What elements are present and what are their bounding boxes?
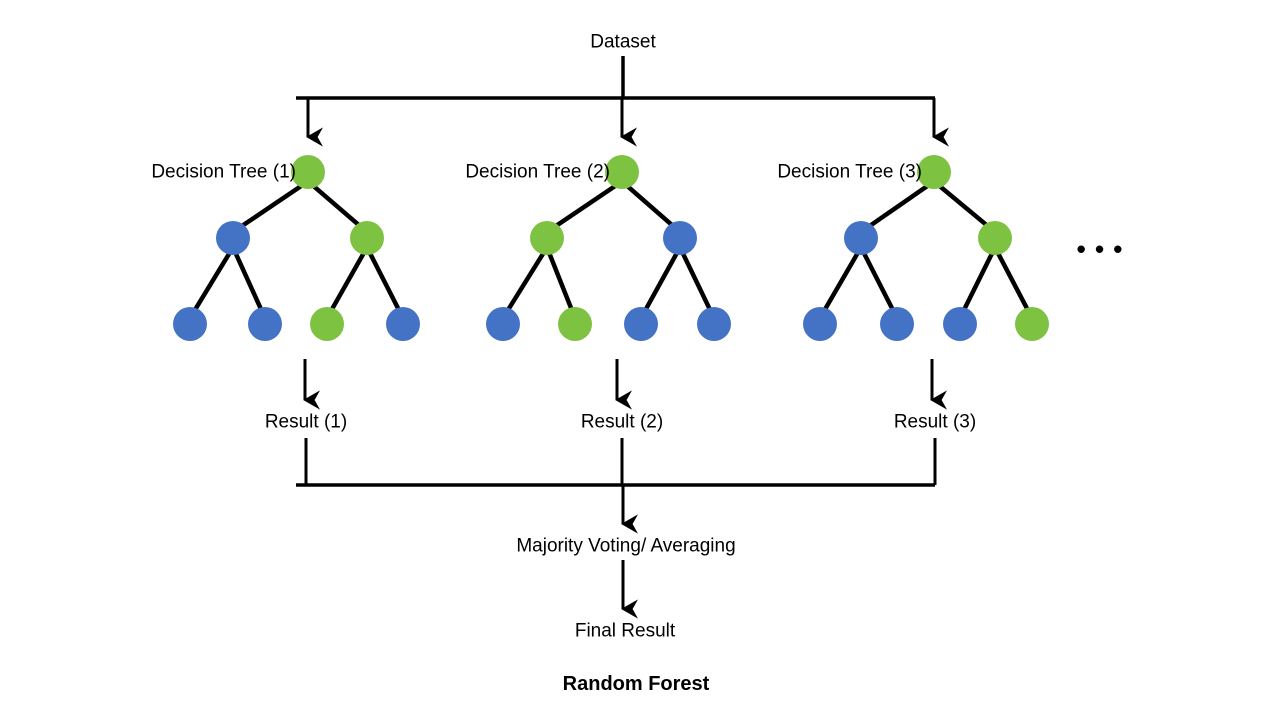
tree-2-internal-node-2 [663,221,697,255]
tree-2-leaf-node-2 [558,307,592,341]
edge-internal-leaf-2-2 [544,246,578,319]
edge-root-internal-1-1 [231,179,310,234]
tree-1-internal-node-1 [216,221,250,255]
result-label-2: Result (2) [580,411,664,433]
edge-internal-leaf-2-4 [677,246,717,320]
tree-3-internal-node-2 [978,221,1012,255]
edge-internal-leaf-2-1 [501,246,549,320]
tree-3-leaf-node-1 [803,307,837,341]
tree-3-leaf-node-2 [880,307,914,341]
diagram-title: Random Forest [562,673,710,695]
tree-2-root-node [605,155,639,189]
tree-1-internal-node-2 [350,221,384,255]
tree-2-leaf-node-4 [697,307,731,341]
edge-internal-leaf-3-4 [993,246,1034,320]
tree-2-leaf-node-3 [624,307,658,341]
edge-internal-leaf-3-2 [858,246,900,320]
edge-internal-leaf-1-4 [364,246,406,320]
tree-3-leaf-node-3 [943,307,977,341]
edge-internal-leaf-1-3 [325,246,369,320]
dataset-label: Dataset [590,31,656,53]
tree-label-2: Decision Tree (2) [465,161,610,183]
edge-internal-leaf-3-3 [957,246,998,320]
tree-label-3: Decision Tree (3) [777,161,922,183]
ellipsis-more-trees: • • • [1076,234,1124,264]
edge-root-internal-2-2 [620,179,682,234]
edge-internal-leaf-1-1 [188,246,235,320]
tree-2-internal-node-1 [530,221,564,255]
result-label-3: Result (3) [893,411,977,433]
tree-label-1: Decision Tree (1) [151,161,296,183]
edge-root-internal-2-1 [545,179,624,234]
edge-root-internal-3-1 [859,179,936,234]
tree-1-leaf-node-1 [173,307,207,341]
edge-root-internal-1-2 [306,179,369,234]
tree-1-leaf-node-4 [386,307,420,341]
tree-1-root-node [291,155,325,189]
edge-internal-leaf-3-1 [818,246,863,320]
tree-1-leaf-node-3 [310,307,344,341]
tree-3-leaf-node-4 [1015,307,1049,341]
edge-root-internal-3-2 [932,179,997,234]
final-result-label: Final Result [574,620,676,642]
tree-3-internal-node-1 [844,221,878,255]
edge-internal-leaf-2-3 [639,246,682,320]
tree-3-root-node [917,155,951,189]
aggregation-label: Majority Voting/ Averaging [516,535,736,557]
result-label-1: Result (1) [264,411,348,433]
edge-internal-leaf-1-2 [230,246,268,319]
tree-1-leaf-node-2 [248,307,282,341]
tree-2-leaf-node-1 [486,307,520,341]
